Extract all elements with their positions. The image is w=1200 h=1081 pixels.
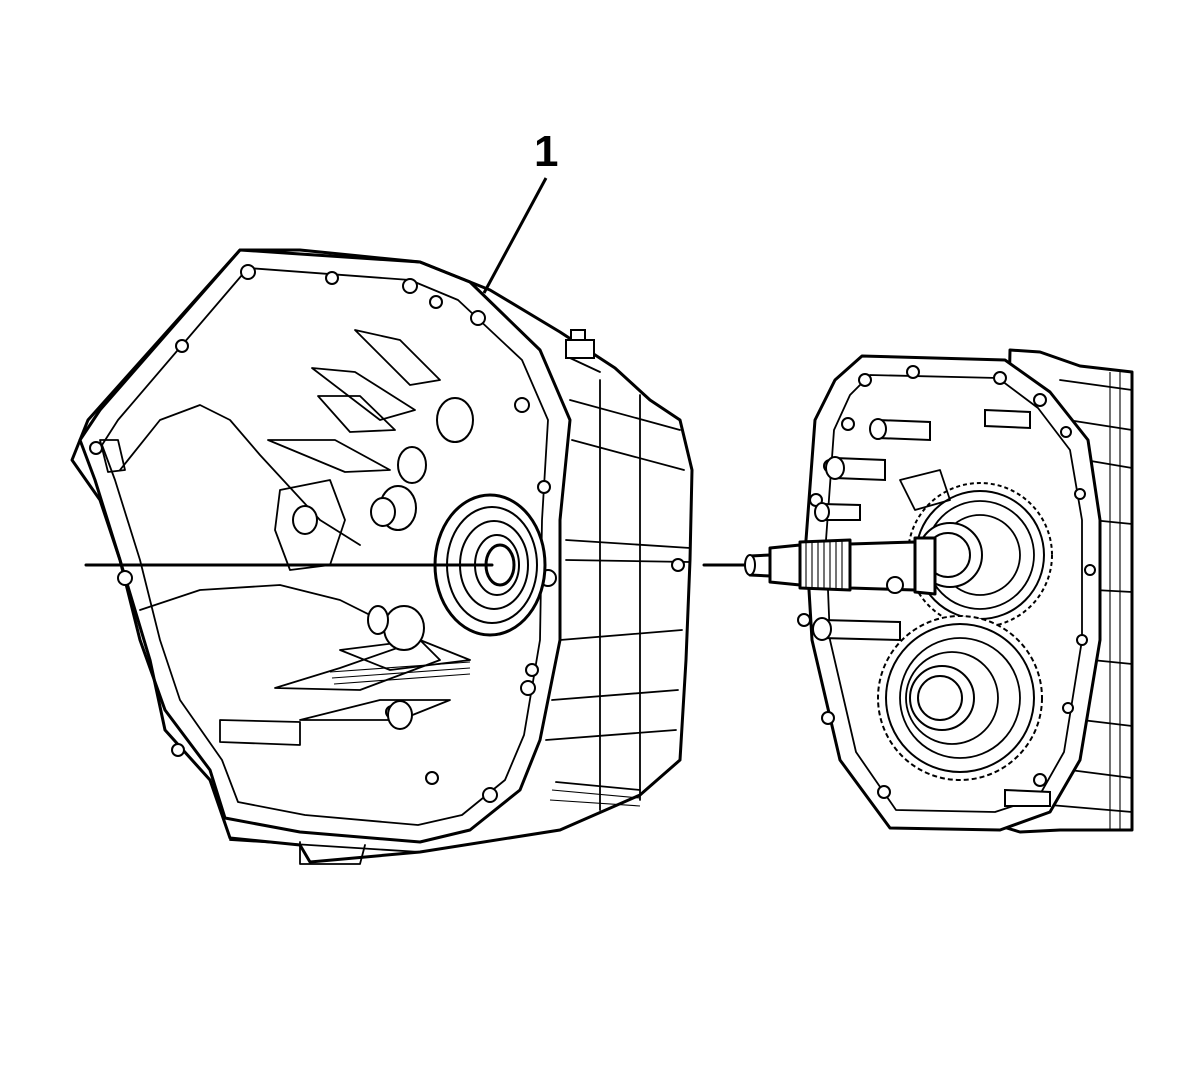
bell-interior-upper — [119, 404, 361, 546]
transmission-case — [744, 348, 1134, 834]
mounting-flange-inner — [101, 267, 549, 826]
case-small-boss — [886, 576, 904, 594]
input-shaft — [744, 536, 937, 596]
counter-gear — [877, 615, 1043, 781]
sensor-connector — [565, 329, 601, 373]
callout-leader-line — [482, 177, 548, 294]
internal-ribs-upper — [267, 329, 441, 473]
clutch-housing — [70, 248, 694, 865]
mounting-flange-outer — [78, 248, 572, 844]
case-dowel-pins — [812, 408, 1051, 807]
clutch-housing-outline — [70, 248, 694, 864]
bell-lug-left — [99, 439, 126, 473]
input-shaft-splines — [805, 540, 843, 590]
flange-bolt-holes — [89, 264, 557, 803]
housing-side-ribs — [545, 379, 691, 811]
housing-bottom-flange — [229, 829, 561, 853]
case-shift-boss — [899, 469, 951, 511]
bell-recess — [219, 719, 301, 746]
housing-bottom-tab — [299, 841, 366, 865]
housing-bosses — [274, 397, 474, 730]
callout-number-1: 1 — [534, 127, 559, 176]
bearing-retainer — [433, 493, 547, 637]
case-body-ribs — [1049, 372, 1133, 830]
housing-side-lug — [671, 558, 685, 572]
bell-interior-lower — [139, 584, 421, 641]
